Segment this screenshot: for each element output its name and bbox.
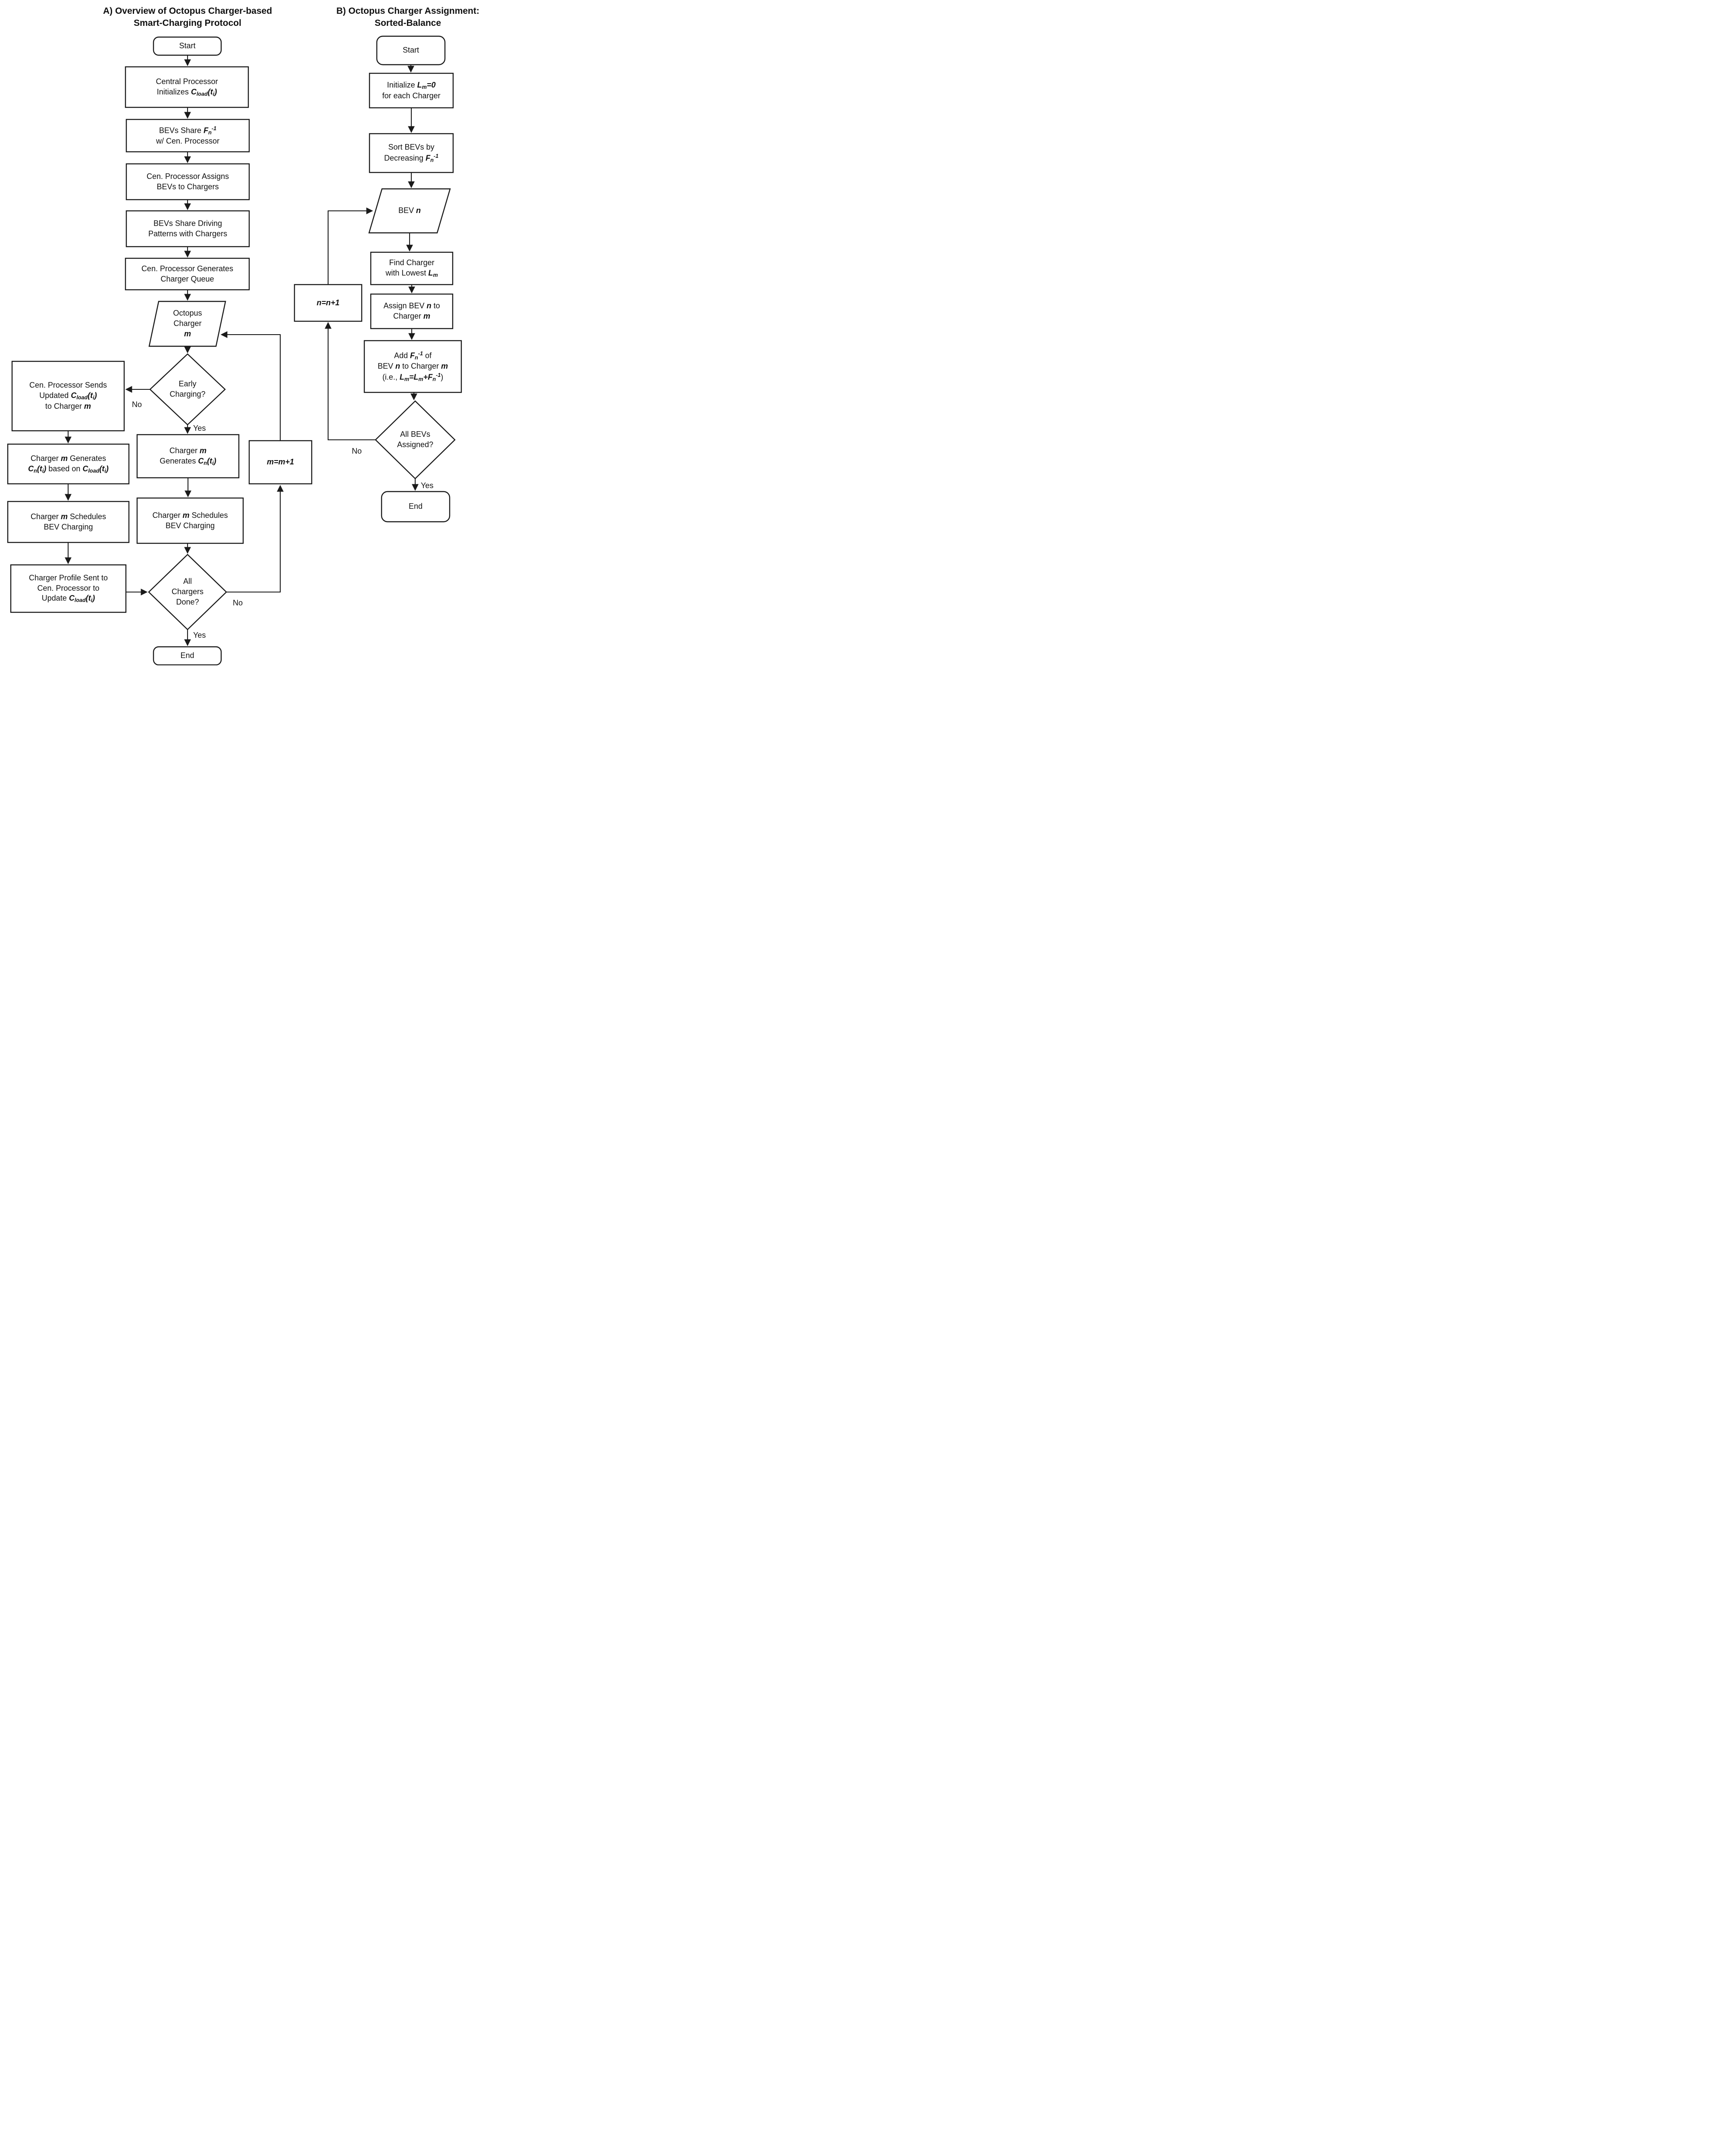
a-early-charging-diamond — [149, 353, 226, 426]
a-send-updated-box — [11, 360, 125, 432]
panel-a-title-line2: Smart-Charging Protocol — [134, 18, 241, 28]
flowchart-figure: A) Overview of Octopus Charger-based Sma… — [0, 0, 498, 665]
a-share-driving-box — [125, 210, 250, 248]
a-start-terminator — [153, 36, 222, 56]
b-n-increment-box — [294, 284, 363, 322]
a-all-chargers-diamond — [148, 554, 227, 630]
b-flow-nloop-bevn — [327, 207, 373, 285]
b-sort-bevs-box — [369, 133, 454, 173]
b-yes-branch-label: Yes — [421, 481, 434, 490]
b-flow-no-loop — [325, 322, 376, 441]
b-init-lm-box — [369, 72, 454, 109]
a-gen-cn-based-box — [7, 443, 130, 485]
a-gen-cn-box — [136, 434, 240, 479]
b-assign-bev-box — [370, 293, 454, 329]
panel-b-title-line2: Sorted-Balance — [374, 18, 441, 28]
b-end-terminator — [381, 491, 451, 523]
b-no-branch-label: No — [352, 447, 362, 455]
a-profile-sent-box — [10, 564, 127, 613]
panel-b-title-line1: B) Octopus Charger Assignment: — [336, 6, 479, 16]
flowchart-shapes-layer — [7, 35, 462, 665]
a-no-done-branch-label: No — [233, 599, 243, 607]
b-add-fn-box — [363, 340, 462, 393]
a-flow-mloop-octopus — [220, 331, 281, 441]
a-flow-done-no-loop — [226, 485, 284, 593]
a-end-terminator — [153, 646, 222, 665]
a-yes-early-branch-label: Yes — [193, 424, 206, 432]
a-no-early-branch-label: No — [132, 400, 142, 409]
a-assign-bevs-box — [125, 163, 250, 201]
a-octopus-charger-parallelogram — [148, 301, 226, 347]
a-m-increment-box — [248, 440, 313, 485]
b-all-bevs-diamond — [375, 400, 456, 479]
a-gen-queue-box — [125, 257, 250, 291]
b-find-charger-box — [370, 251, 454, 285]
b-bev-n-parallelogram — [368, 188, 451, 234]
a-init-cload-box — [125, 66, 249, 108]
a-yes-done-branch-label: Yes — [193, 631, 206, 639]
a-schedule-left-box — [7, 501, 130, 543]
b-start-terminator — [376, 35, 446, 66]
a-share-fn-box — [125, 119, 250, 153]
panel-a-title-line1: A) Overview of Octopus Charger-based — [103, 6, 272, 16]
a-schedule-mid-box — [136, 497, 244, 544]
